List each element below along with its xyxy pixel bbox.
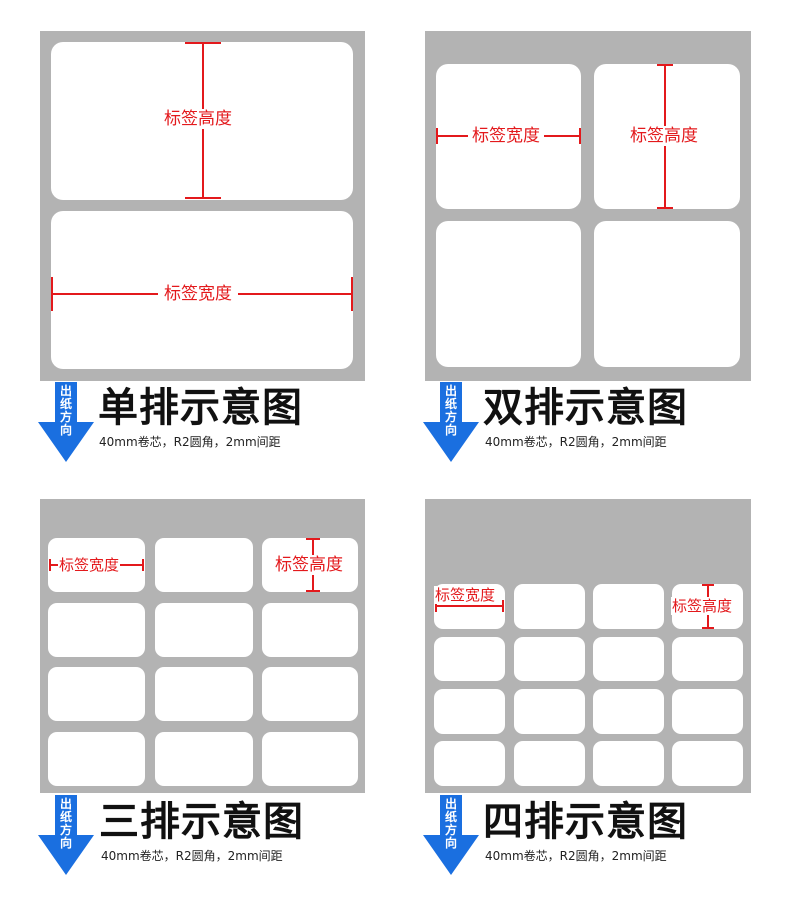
label-tile	[262, 603, 358, 657]
quadruple-row-panel: 标签宽度 标签高度	[425, 499, 751, 793]
label-width-text: 标签宽度	[434, 586, 497, 604]
label-height-text: 标签高度	[671, 597, 734, 615]
label-tile	[48, 667, 145, 721]
label-tile	[514, 689, 585, 734]
label-tile	[593, 637, 664, 681]
width-measure-line	[435, 605, 504, 607]
label-tile	[593, 584, 664, 629]
label-height-text: 标签高度	[628, 126, 700, 146]
measure-cap	[435, 600, 437, 612]
label-tile	[593, 741, 664, 786]
label-tile	[262, 732, 358, 786]
diagram-subtitle: 40mm卷芯，R2圆角，2mm间距	[101, 849, 283, 863]
label-height-text: 标签高度	[162, 109, 234, 129]
label-tile	[593, 689, 664, 734]
label-height-text: 标签高度	[273, 555, 345, 575]
label-tile	[672, 637, 743, 681]
double-row-panel: 标签宽度 标签高度	[425, 31, 751, 381]
paper-direction-text: 出纸方向	[444, 797, 457, 850]
label-tile	[48, 732, 145, 786]
label-tile	[155, 603, 253, 657]
paper-direction-text: 出纸方向	[59, 384, 72, 437]
diagram-title: 双排示意图	[483, 385, 688, 431]
label-tile	[514, 741, 585, 786]
label-width-text: 标签宽度	[158, 284, 238, 304]
measure-cap	[306, 590, 320, 592]
label-tile	[434, 741, 505, 786]
measure-cap	[142, 559, 144, 571]
measure-cap	[702, 627, 714, 629]
label-width-text: 标签宽度	[468, 126, 544, 146]
measure-cap	[49, 559, 51, 571]
measure-cap	[657, 207, 673, 209]
paper-direction-text: 出纸方向	[444, 384, 457, 437]
label-tile	[155, 732, 253, 786]
label-tile	[594, 221, 740, 367]
single-row-panel: 标签高度 标签宽度	[40, 31, 365, 381]
diagram-title: 单排示意图	[98, 385, 303, 431]
label-tile	[155, 538, 253, 592]
measure-cap	[502, 600, 504, 612]
label-tile	[514, 584, 585, 629]
label-tile	[155, 667, 253, 721]
measure-cap	[51, 277, 53, 311]
diagram-subtitle: 40mm卷芯，R2圆角，2mm间距	[485, 849, 667, 863]
label-tile	[262, 667, 358, 721]
measure-cap	[702, 584, 714, 586]
measure-cap	[436, 128, 438, 144]
measure-cap	[185, 42, 221, 44]
diagram-title: 四排示意图	[483, 799, 688, 845]
triple-row-panel: 标签宽度 标签高度	[40, 499, 365, 793]
label-width-text: 标签宽度	[58, 556, 121, 574]
label-tile	[672, 689, 743, 734]
measure-cap	[185, 197, 221, 199]
measure-cap	[579, 128, 581, 144]
label-tile	[48, 603, 145, 657]
measure-cap	[657, 64, 673, 66]
diagram-subtitle: 40mm卷芯，R2圆角，2mm间距	[99, 435, 281, 449]
label-tile	[436, 221, 581, 367]
down-arrow-icon	[38, 795, 94, 875]
label-tile	[434, 689, 505, 734]
label-tile	[672, 741, 743, 786]
measure-cap	[351, 277, 353, 311]
label-tile	[434, 637, 505, 681]
paper-direction-text: 出纸方向	[59, 797, 72, 850]
label-tile	[514, 637, 585, 681]
diagram-subtitle: 40mm卷芯，R2圆角，2mm间距	[485, 435, 667, 449]
down-arrow-icon	[423, 795, 479, 875]
measure-cap	[306, 538, 320, 540]
down-arrow-icon	[423, 382, 479, 462]
diagram-title: 三排示意图	[99, 799, 304, 845]
down-arrow-icon	[38, 382, 94, 462]
